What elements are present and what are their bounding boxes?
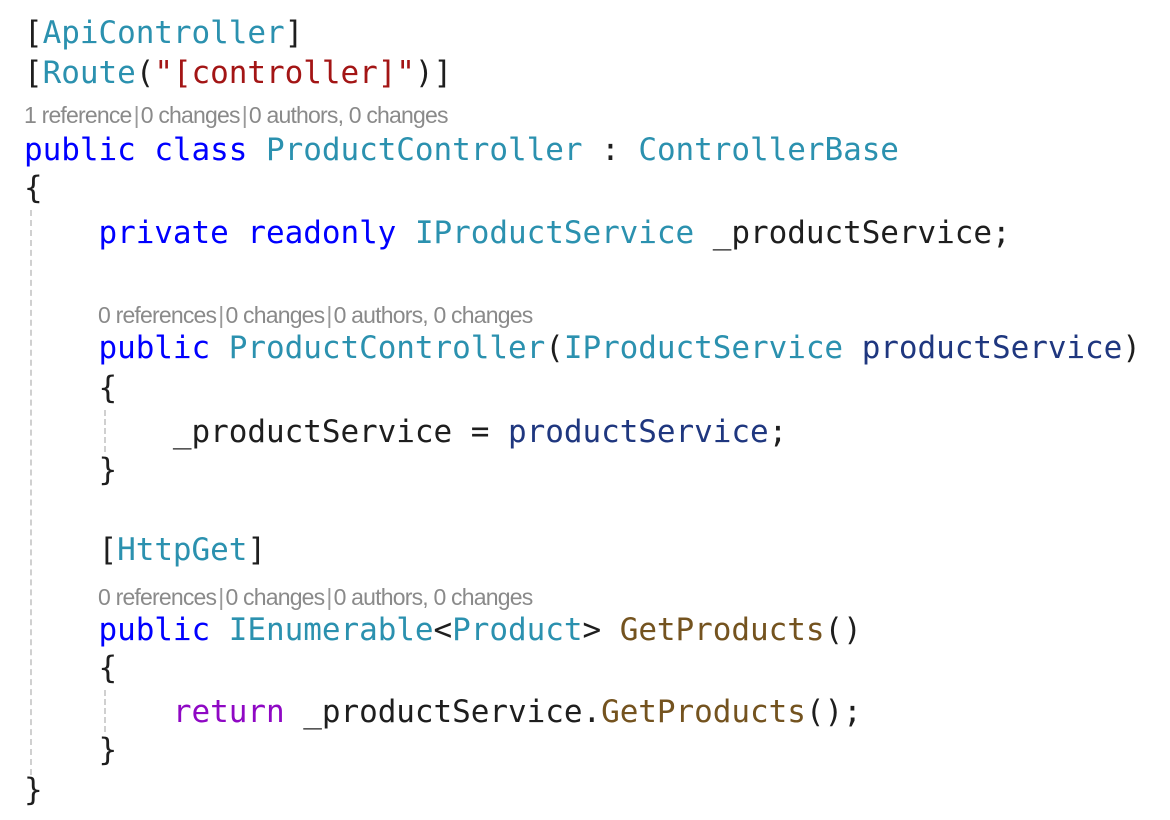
keyword: readonly	[247, 215, 397, 251]
angle-bracket: >	[582, 612, 602, 648]
attribute-name: HttpGet	[117, 532, 248, 568]
field-name: _productService	[172, 414, 453, 450]
codelens-separator: |	[326, 302, 332, 328]
class-name: ProductController	[266, 132, 583, 168]
codelens-separator: |	[218, 302, 224, 328]
parameter-name: productService	[861, 330, 1123, 366]
bracket: ]	[433, 55, 453, 91]
code-line-constructor-close-brace[interactable]: }	[24, 451, 117, 489]
indent-guide-method	[104, 690, 106, 732]
bracket: ]	[284, 15, 304, 51]
type-name: IProductService	[414, 215, 695, 251]
brace: }	[98, 732, 118, 768]
field-name: _productService	[712, 215, 992, 251]
codelens-references-link[interactable]: 0 references	[98, 584, 217, 610]
codelens-authors-link[interactable]: 0 authors, 0 changes	[333, 584, 534, 610]
code-line-class-open-brace[interactable]: {	[24, 169, 43, 207]
constructor-name: ProductController	[228, 330, 546, 366]
codelens-authors-link[interactable]: 0 authors, 0 changes	[248, 102, 449, 128]
brace: }	[24, 772, 43, 808]
colon: :	[601, 132, 620, 168]
code-line-attribute-httpget[interactable]: [HttpGet]	[24, 531, 266, 569]
paren: )	[1122, 330, 1141, 366]
code-line-constructor-body[interactable]: _productService = productService;	[24, 413, 787, 451]
parameter-type: IProductService	[563, 330, 844, 366]
codelens-separator: |	[218, 584, 224, 610]
paren: )	[414, 55, 434, 91]
code-line-attribute-route[interactable]: [Route("[controller]")]	[24, 54, 452, 92]
codelens-separator: |	[241, 102, 248, 128]
codelens-separator: |	[133, 102, 140, 128]
base-class-name: ControllerBase	[638, 132, 899, 168]
attribute-name: Route	[42, 55, 136, 91]
semicolon: ;	[768, 414, 788, 450]
indent-guide-ctor	[104, 410, 106, 452]
keyword: public	[24, 132, 136, 168]
codelens-class: 1 reference|0 changes|0 authors, 0 chang…	[24, 101, 449, 129]
code-line-method-body[interactable]: return _productService.GetProducts();	[24, 693, 862, 731]
keyword: class	[154, 132, 248, 168]
codelens-changes-link[interactable]: 0 changes	[140, 102, 241, 128]
indent-guide-class	[30, 210, 32, 775]
method-name: GetProducts	[619, 612, 825, 648]
codelens-constructor: 0 references|0 changes|0 authors, 0 chan…	[98, 301, 534, 329]
codelens-changes-link[interactable]: 0 changes	[225, 584, 325, 610]
codelens-method: 0 references|0 changes|0 authors, 0 chan…	[98, 583, 534, 611]
keyword: public	[98, 612, 211, 648]
code-line-attribute-apicontroller[interactable]: [ApiController]	[24, 14, 303, 52]
brace: {	[98, 370, 118, 406]
code-line-constructor-open-brace[interactable]: {	[24, 369, 117, 407]
code-line-field-declaration[interactable]: private readonly IProductService _produc…	[24, 214, 1011, 252]
codelens-authors-link[interactable]: 0 authors, 0 changes	[333, 302, 534, 328]
field-name: _productService	[303, 694, 583, 730]
attribute-name: ApiController	[42, 15, 285, 51]
brace: {	[98, 650, 118, 686]
codelens-separator: |	[326, 584, 332, 610]
paren: (	[545, 330, 564, 366]
string-literal: "[controller]"	[154, 55, 415, 91]
angle-bracket: <	[433, 612, 453, 648]
bracket: [	[24, 15, 43, 51]
dot: .	[582, 694, 602, 730]
method-call: GetProducts	[601, 694, 806, 730]
parens: ()	[824, 612, 862, 648]
semicolon: ;	[992, 215, 1011, 251]
codelens-references-link[interactable]: 1 reference	[24, 102, 132, 128]
assign-operator: =	[470, 414, 490, 450]
brace: {	[24, 170, 43, 206]
bracket: [	[98, 532, 118, 568]
codelens-changes-link[interactable]: 0 changes	[225, 302, 325, 328]
codelens-references-link[interactable]: 0 references	[98, 302, 217, 328]
return-type: IEnumerable	[228, 612, 434, 648]
parens: ()	[805, 694, 844, 730]
brace: }	[98, 452, 118, 488]
type-argument: Product	[452, 612, 583, 648]
parameter-name: productService	[508, 414, 769, 450]
bracket: [	[24, 55, 43, 91]
paren: (	[135, 55, 155, 91]
bracket: ]	[247, 532, 267, 568]
keyword: public	[98, 330, 211, 366]
code-line-class-close-brace[interactable]: }	[24, 771, 43, 809]
code-line-method-close-brace[interactable]: }	[24, 731, 117, 769]
control-keyword: return	[172, 694, 285, 730]
keyword: private	[98, 215, 229, 251]
code-line-method-declaration[interactable]: public IEnumerable<Product> GetProducts(…	[24, 611, 862, 649]
code-line-class-declaration[interactable]: public class ProductController : Control…	[24, 131, 899, 169]
code-line-method-open-brace[interactable]: {	[24, 649, 117, 687]
code-line-constructor-declaration[interactable]: public ProductController(IProductService…	[24, 329, 1141, 367]
semicolon: ;	[843, 694, 862, 730]
